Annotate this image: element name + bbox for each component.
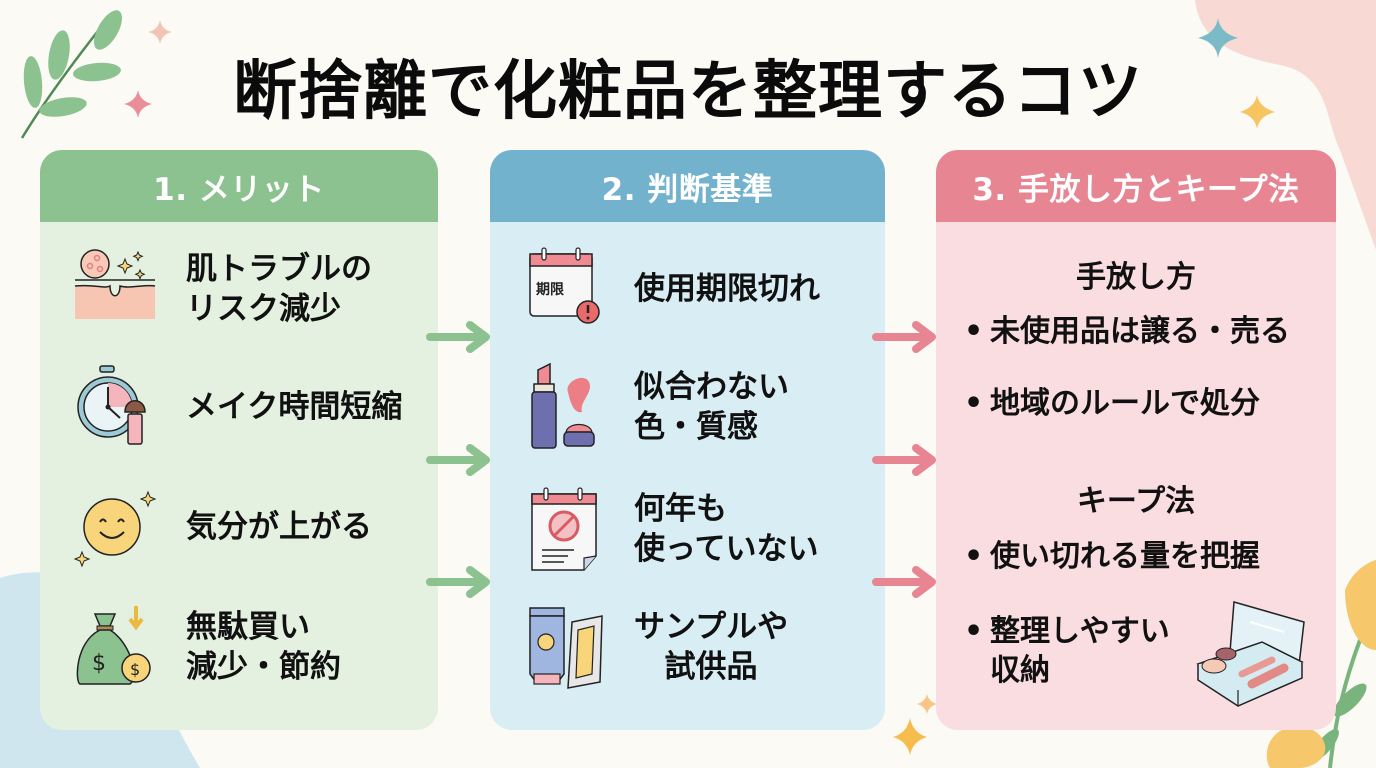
arrow-right-icon [426, 321, 490, 353]
item-text: 似合わない 色・質感 [634, 368, 789, 445]
page-title: 断捨離で化粧品を整理するコツ [233, 55, 1143, 129]
list-item: メイク時間短縮 [70, 362, 402, 452]
list-item: サンプルや 試供品 [524, 602, 788, 692]
card-body-merits: 肌トラブルの リスク減少 メイク時間短縮 気分 [40, 222, 438, 730]
item-text: 何年も 使っていない [634, 490, 819, 567]
bullet-dot: • [964, 614, 984, 649]
calendar-label: 期限 [536, 282, 564, 298]
item-text: 無駄買い 減少・節約 [186, 608, 341, 685]
stopwatch-brush-icon [77, 365, 146, 445]
bullet-text: 地域のルールで処分 [990, 386, 1260, 421]
calendar-expired-icon: 期限 [529, 247, 600, 324]
card-criteria: 2. 判断基準 期限 使用期限切れ [490, 150, 885, 730]
sample-tube-sachet-icon [529, 607, 603, 689]
sparkle-icon [124, 90, 152, 118]
card-header-merits: 1. メリット [40, 150, 438, 222]
arrow-right-icon [872, 444, 936, 476]
arrow-right-icon [426, 444, 490, 476]
section-heading-keep: キープ法 [1076, 484, 1196, 519]
skin-sparkle-icon [74, 249, 156, 319]
card-body-criteria: 期限 使用期限切れ 似合わない 色・質感 [490, 222, 885, 730]
pink-blob-shape [1195, 0, 1376, 250]
card-body-release-keep: 手放し方 • 未使用品は譲る・売る • 地域のルールで処分 キープ法 • 使い切… [936, 222, 1336, 730]
smiley-face-icon [73, 490, 157, 568]
list-item: 期限 使用期限切れ [524, 244, 820, 334]
list-item: 肌トラブルの リスク減少 [70, 244, 372, 334]
sparkle-icon [917, 694, 937, 714]
money-bag-coin-icon: $ $ [76, 606, 151, 685]
list-item: 似合わない 色・質感 [524, 362, 789, 452]
makeup-organizer-box-icon [1196, 601, 1305, 707]
bullet-item: • 地域のルールで処分 [964, 384, 1260, 423]
card-header-criteria: 2. 判断基準 [490, 150, 885, 222]
sparkle-icon [1198, 18, 1238, 58]
lipstick-swatch-icon [531, 362, 595, 449]
item-text: 使用期限切れ [634, 270, 820, 307]
card-release-keep: 3. 手放し方とキープ法 手放し方 • 未使用品は譲る・売る • 地域のルールで… [936, 150, 1336, 730]
bullet-text: 使い切れる量を把握 [990, 539, 1260, 574]
arrow-right-icon [872, 566, 936, 598]
flower-decoration-icon [1266, 560, 1376, 768]
svg-text:$: $ [130, 660, 140, 679]
card-merits: 1. メリット 肌トラブルの リスク減少 [40, 150, 438, 730]
sparkle-icon [148, 20, 172, 44]
item-text: メイク時間短縮 [186, 388, 403, 425]
bullet-dot: • [964, 539, 984, 574]
item-text: 気分が上がる [186, 508, 372, 545]
bullet-item: • 使い切れる量を把握 [964, 537, 1260, 576]
bullet-dot: • [964, 314, 984, 349]
sparkle-icon [893, 718, 927, 755]
bullet-dot: • [964, 386, 984, 421]
section-heading-release: 手放し方 [1076, 260, 1196, 295]
item-text: 肌トラブルの リスク減少 [186, 250, 372, 327]
item-text: サンプルや 試供品 [634, 608, 789, 685]
sparkle-icon [1240, 95, 1275, 129]
svg-text:$: $ [92, 651, 106, 676]
bullet-item: • 整理しやすい 収納 [964, 612, 1170, 690]
card-header-release-keep: 3. 手放し方とキープ法 [936, 150, 1336, 222]
list-item: $ $ 無駄買い 減少・節約 [70, 602, 341, 692]
arrow-right-icon [426, 566, 490, 598]
bullet-text: 整理しやすい 収納 [990, 614, 1170, 688]
list-item: 気分が上がる [70, 482, 372, 572]
arrow-right-icon [872, 321, 936, 353]
leaf-branch-icon [20, 10, 122, 139]
bullet-item: • 未使用品は譲る・売る [964, 312, 1290, 351]
bullet-text: 未使用品は譲る・売る [990, 314, 1290, 349]
list-item: 何年も 使っていない [524, 484, 818, 574]
calendar-prohibited-icon [531, 487, 597, 571]
